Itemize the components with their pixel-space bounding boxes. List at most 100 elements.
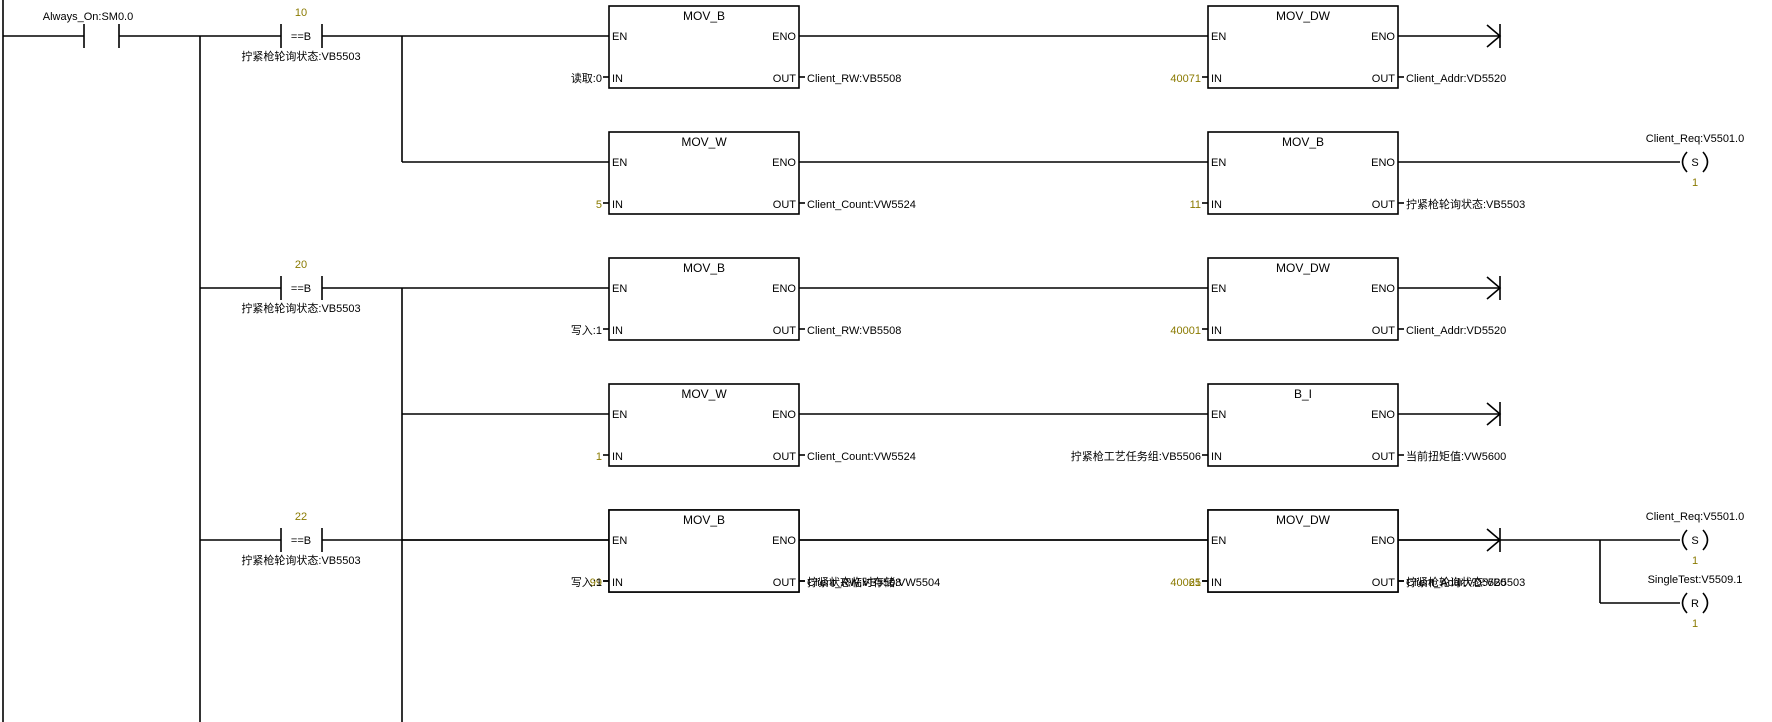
pin-en: EN: [612, 409, 627, 421]
instruction-box-mov-dw[interactable]: [1207, 257, 1399, 341]
instruction-name: MOV_DW: [1276, 9, 1331, 23]
input-operand: 40001: [1170, 325, 1201, 337]
output-operand: Client_Count:VW5524: [807, 451, 916, 463]
compare-value: 20: [295, 259, 307, 271]
output-operand: Client_Addr:VD5520: [1406, 577, 1506, 589]
instruction-name: MOV_B: [683, 9, 725, 23]
input-operand: 读取:0: [571, 71, 602, 85]
output-operand: Client_Addr:VD5520: [1406, 325, 1506, 337]
compare-operand: 拧紧枪轮询状态:VB5503: [241, 553, 360, 567]
instruction-box-mov-w[interactable]: [608, 383, 800, 467]
output-operand: 当前扭矩值:VW5600: [1406, 449, 1506, 463]
coil-right-icon: [1702, 151, 1709, 173]
pin-in: IN: [1211, 325, 1222, 337]
pin-out: OUT: [1372, 577, 1396, 589]
output-operand: 拧紧枪轮询状态:VB5503: [1406, 575, 1525, 589]
coil-right-icon: [1702, 592, 1709, 614]
pin-en: EN: [1211, 283, 1226, 295]
output-operand: 拧紧枪轮询状态:VB5503: [1406, 197, 1525, 211]
pin-out: OUT: [1372, 325, 1396, 337]
compare-value: 22: [295, 511, 307, 523]
input-operand: 40071: [1170, 73, 1201, 85]
pin-in: IN: [612, 199, 623, 211]
coil-type: R: [1691, 598, 1699, 610]
coil-count: 1: [1692, 177, 1698, 189]
pin-out: OUT: [773, 451, 797, 463]
pin-eno: ENO: [772, 535, 796, 547]
instruction-box-mov-dw[interactable]: [1207, 5, 1399, 89]
pin-eno: ENO: [1371, 535, 1395, 547]
pin-eno: ENO: [772, 31, 796, 43]
instruction-box-b-i[interactable]: [1207, 383, 1399, 467]
input-operand: 1: [596, 451, 602, 463]
input-operand: 40065: [1170, 577, 1201, 589]
instruction-box-mov-b[interactable]: [608, 509, 800, 593]
instruction-name: B_I: [1294, 387, 1312, 401]
instruction-name: MOV_W: [681, 387, 727, 401]
input-operand: 写入:1: [571, 325, 602, 337]
pin-in: IN: [612, 325, 623, 337]
pin-en: EN: [612, 31, 627, 43]
pin-eno: ENO: [772, 409, 796, 421]
pin-en: EN: [1211, 535, 1226, 547]
coil-operand: Client_Req:V5501.0: [1646, 133, 1744, 145]
pin-eno: ENO: [1371, 157, 1395, 169]
instruction-box-mov-b[interactable]: [1207, 131, 1399, 215]
compare-value: 10: [295, 7, 307, 19]
pin-eno: ENO: [1371, 283, 1395, 295]
pin-eno: ENO: [1371, 409, 1395, 421]
pin-out: OUT: [773, 325, 797, 337]
instruction-box-mov-dw[interactable]: [1207, 509, 1399, 593]
instruction-name: MOV_W: [681, 135, 727, 149]
pin-en: EN: [612, 157, 627, 169]
coil-type: S: [1691, 157, 1698, 169]
coil-left-icon: [1681, 592, 1688, 614]
pin-en: EN: [1211, 157, 1226, 169]
input-operand: 5: [596, 199, 602, 211]
input-operand: 11: [1190, 199, 1201, 211]
compare-operand: 拧紧枪轮询状态:VB5503: [241, 49, 360, 63]
coil-left-icon: [1681, 529, 1688, 551]
compare-operator: ==B: [291, 535, 311, 547]
contact-main-label: Always_On:SM0.0: [43, 11, 133, 23]
output-operand: Client_Addr:VD5520: [1406, 73, 1506, 85]
instruction-name: MOV_DW: [1276, 513, 1331, 527]
input-operand: 写入:1: [571, 577, 602, 589]
coil-count: 1: [1692, 555, 1698, 567]
instruction-box-mov-b[interactable]: [608, 257, 800, 341]
input-operand: 21: [1189, 577, 1201, 589]
pin-en: EN: [612, 283, 627, 295]
pin-in: IN: [1211, 451, 1222, 463]
instruction-name: MOV_B: [683, 261, 725, 275]
output-operand: Client_RW:VB5508: [807, 73, 901, 85]
pin-eno: ENO: [772, 283, 796, 295]
instruction-box-mov-b[interactable]: [608, 5, 800, 89]
pin-in: IN: [612, 73, 623, 85]
pin-out: OUT: [1372, 73, 1396, 85]
output-operand: 拧紧状态临时存储:VW5504: [807, 575, 940, 589]
pin-in: IN: [612, 577, 623, 589]
coil-operand: Client_Req:V5501.0: [1646, 511, 1744, 523]
instruction-name: MOV_DW: [1276, 261, 1331, 275]
coil-count: 1: [1692, 618, 1698, 630]
pin-out: OUT: [773, 199, 797, 211]
coil-type: S: [1691, 535, 1698, 547]
pin-out: OUT: [1372, 199, 1396, 211]
pin-out: OUT: [773, 577, 797, 589]
pin-out: OUT: [1372, 451, 1396, 463]
input-operand: 拧紧枪工艺任务组:VB5506: [1071, 449, 1201, 463]
compare-operand: 拧紧枪轮询状态:VB5503: [241, 301, 360, 315]
pin-en: EN: [1211, 409, 1226, 421]
input-operand: 99: [590, 577, 602, 589]
output-operand: Client_RW:VB5508: [807, 325, 901, 337]
pin-eno: ENO: [1371, 31, 1395, 43]
instruction-box-mov-w[interactable]: [608, 131, 800, 215]
pin-en: EN: [612, 535, 627, 547]
output-operand: Client_Count:VW5524: [807, 199, 916, 211]
coil-right-icon: [1702, 529, 1709, 551]
pin-in: IN: [1211, 577, 1222, 589]
compare-operator: ==B: [291, 31, 311, 43]
output-operand: Client_RW:VB5508: [807, 577, 901, 589]
coil-operand: SingleTest:V5509.1: [1648, 574, 1743, 586]
